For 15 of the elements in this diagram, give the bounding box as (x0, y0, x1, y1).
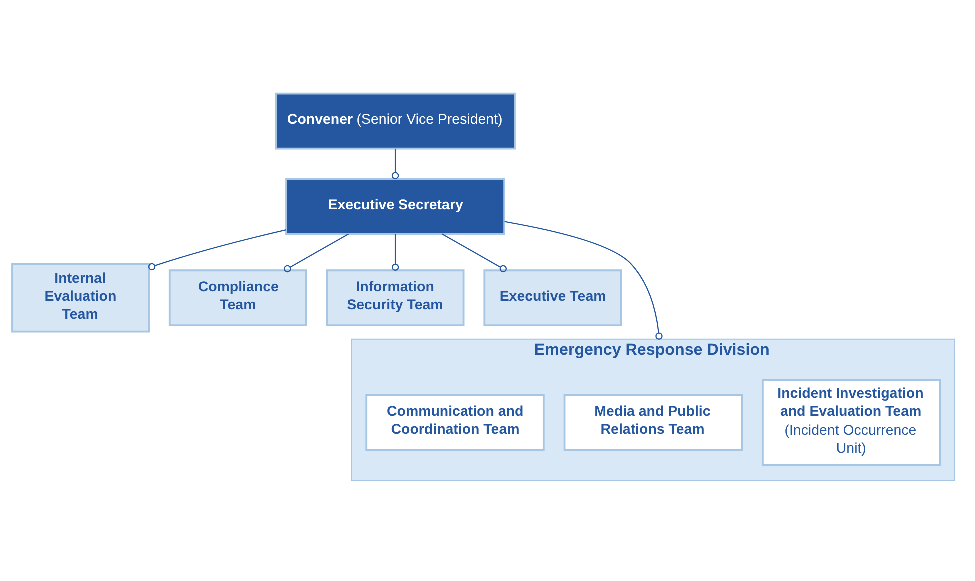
connector (284, 233, 350, 272)
connector (392, 148, 400, 179)
connector (148, 229, 287, 270)
connector (504, 220, 663, 340)
connector (392, 234, 400, 271)
node-box: Convener (Senior Vice President) (275, 92, 516, 150)
node-box: Incident Investigation and Evaluation Team (Incident Occurrence Unit) (762, 378, 942, 466)
node-box: Executive Secretary (286, 178, 506, 235)
node-box: Information Security Team (326, 269, 465, 326)
connector (442, 233, 507, 272)
node-box: Communication and Coordination Team (366, 394, 545, 451)
node-box: Internal Evaluation Team (12, 263, 150, 332)
node-box: Compliance Team (168, 269, 308, 326)
node-box: Executive Team (484, 269, 622, 326)
node-box: Media and Public Relations Team (564, 394, 744, 451)
